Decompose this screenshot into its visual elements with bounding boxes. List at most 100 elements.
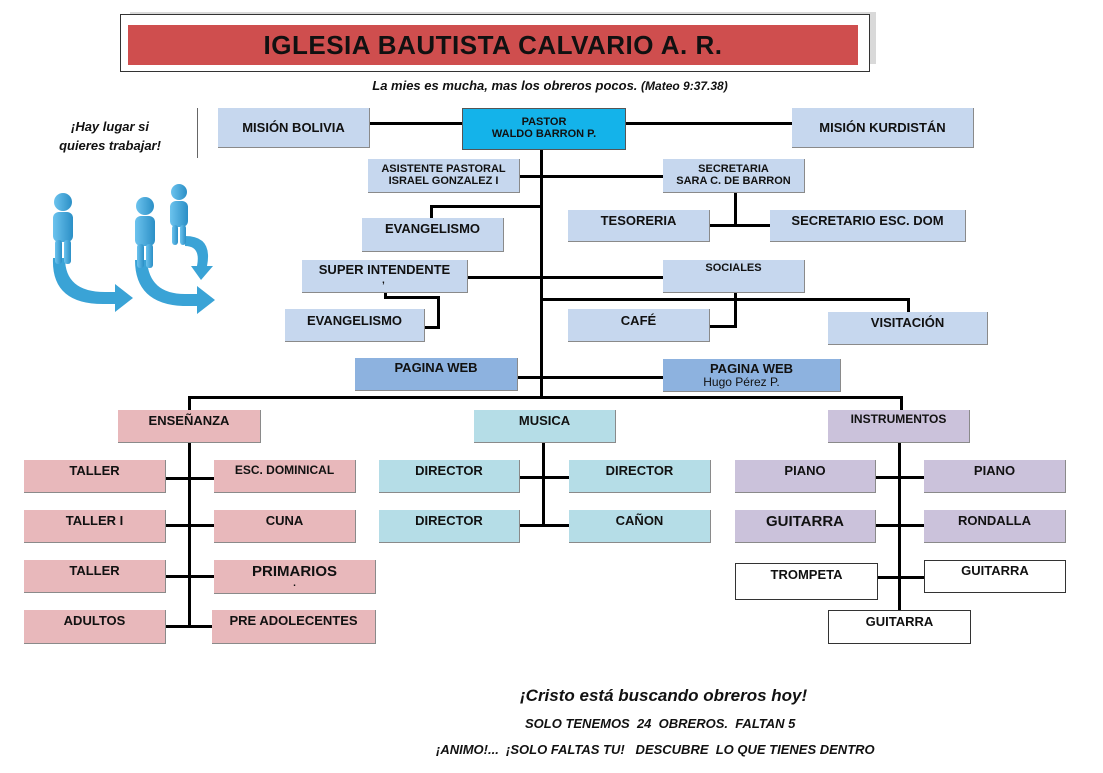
connector [710,224,770,227]
connector [520,476,569,479]
connector [166,477,214,480]
sociales-box: SOCIALES [663,260,805,293]
ensenanza-label: ENSEÑANZA [148,413,230,428]
connector [520,524,569,527]
visitacion-box: VISITACIÓN [828,312,988,345]
connector [542,298,910,301]
pre-adolecentes-box: PRE ADOLECENTES [212,610,376,644]
connector [907,298,910,312]
sociales-label: SOCIALES [705,262,762,274]
instrumentos-box: INSTRUMENTOS [828,410,970,443]
trompeta-box: TROMPETA [735,563,878,600]
bible-verse: La mies es mucha, mas los obreros pocos.… [240,78,860,96]
director-3-box: DIRECTOR [379,510,520,543]
mision-kurdistan-label: MISIÓN KURDISTÁN [819,119,946,135]
footer-line-1: ¡Cristo está buscando obreros hoy! [520,686,808,705]
primarios-label: PRIMARIOS [251,563,337,580]
connector [384,293,387,298]
rondalla-label: RONDALLA [958,513,1031,528]
mision-bolivia-box: MISIÓN BOLIVIA [218,108,370,148]
page-title: IGLESIA BAUTISTA CALVARIO A. R. [128,25,858,65]
connector [430,205,433,220]
evangelismo-label: EVANGELISMO [384,221,481,236]
connector [166,575,214,578]
secretaria-title: SECRETARIA [698,162,769,175]
super-intendente-mark: , [382,274,385,286]
footer-line-2: SOLO TENEMOS 24 OBREROS. FALTAN 5 [525,716,796,731]
pagina-web-left-label: PAGINA WEB [394,360,478,375]
connector [876,476,924,479]
verse-reference: (Mateo 9:37.38) [641,79,728,93]
connector [188,396,191,410]
secretaria-box: SECRETARIA SARA C. DE BARRON [663,159,805,193]
visitacion-label: VISITACIÓN [870,315,945,330]
asistente-name: ISRAEL GONZALEZ I [388,174,499,187]
evangelismo-2-box: EVANGELISMO [285,309,425,342]
guitarra-3-box: GUITARRA [828,610,971,644]
connector [542,443,545,527]
connector [188,443,191,628]
cafe-box: CAFÉ [568,309,710,342]
pastor-title: PASTOR [521,116,567,129]
pastor-name: WALDO BARRON P. [491,128,597,140]
connector [898,443,901,611]
piano-2-box: PIANO [924,460,1066,493]
pastor-box: PASTOR WALDO BARRON P. [462,108,626,150]
connector [430,205,542,208]
canon-label: CAÑON [615,513,664,528]
connector [734,293,737,326]
connector [370,122,462,125]
connector [166,625,214,628]
connector [518,376,663,379]
esc-dominical-box: ESC. DOMINICAL [214,460,356,493]
connector [425,326,440,329]
adultos-box: ADULTOS [24,610,166,644]
canon-box: CAÑON [569,510,711,543]
guitarra-2-label: GUITARRA [961,563,1029,578]
trompeta-label: TROMPETA [770,567,843,582]
tesoreria-box: TESORERIA [568,210,710,242]
director-2-label: DIRECTOR [605,463,674,478]
cuna-label: CUNA [265,513,304,528]
slogan-line-2: quieres trabajar! [59,137,161,153]
pagina-web-right-name: Hugo Pérez P. [703,374,780,389]
slogan: ¡Hay lugar si quieres trabajar! [30,118,190,156]
super-intendente-box: SUPER INTENDENTE , [302,260,468,293]
secretaria-name: SARA C. DE BARRON [676,174,791,187]
guitarra-2-box: GUITARRA [924,560,1066,593]
pagina-web-left-box: PAGINA WEB [355,358,518,391]
cafe-label: CAFÉ [620,313,657,328]
connector [166,524,214,527]
page-title-text: IGLESIA BAUTISTA CALVARIO A. R. [263,29,723,60]
connector [734,193,737,226]
main-trunk [540,150,543,398]
slogan-divider [197,108,198,158]
connector [878,576,924,579]
connector [710,325,737,328]
taller-2-label: TALLER [69,563,120,578]
super-intendente-label: SUPER INTENDENTE [318,262,451,277]
taller-box: TALLER [24,460,166,493]
taller-label: TALLER [69,463,120,478]
piano-1-label: PIANO [784,463,826,478]
slogan-line-1: ¡Hay lugar si [70,119,150,134]
rondalla-box: RONDALLA [924,510,1066,543]
connector [437,296,440,328]
connector [626,122,792,125]
pagina-web-right-label: PAGINA WEB [709,360,794,376]
director-2-box: DIRECTOR [569,460,711,493]
primarios-mark: . [293,577,296,589]
piano-1-box: PIANO [735,460,876,493]
musica-box: MUSICA [474,410,616,443]
asistente-title: ASISTENTE PASTORAL [381,162,506,175]
secretario-esc-dom-label: SECRETARIO ESC. DOM [791,213,944,228]
people-arrows-icon [52,184,215,314]
piano-2-label: PIANO [973,463,1016,478]
guitarra-3-label: GUITARRA [865,614,934,629]
musica-label: MUSICA [518,413,571,428]
guitarra-1-label: GUITARRA [765,513,845,530]
adultos-label: ADULTOS [63,613,126,628]
connector [876,524,924,527]
connector [384,296,439,299]
asistente-pastoral-box: ASISTENTE PASTORAL ISRAEL GONZALEZ I [368,159,520,193]
